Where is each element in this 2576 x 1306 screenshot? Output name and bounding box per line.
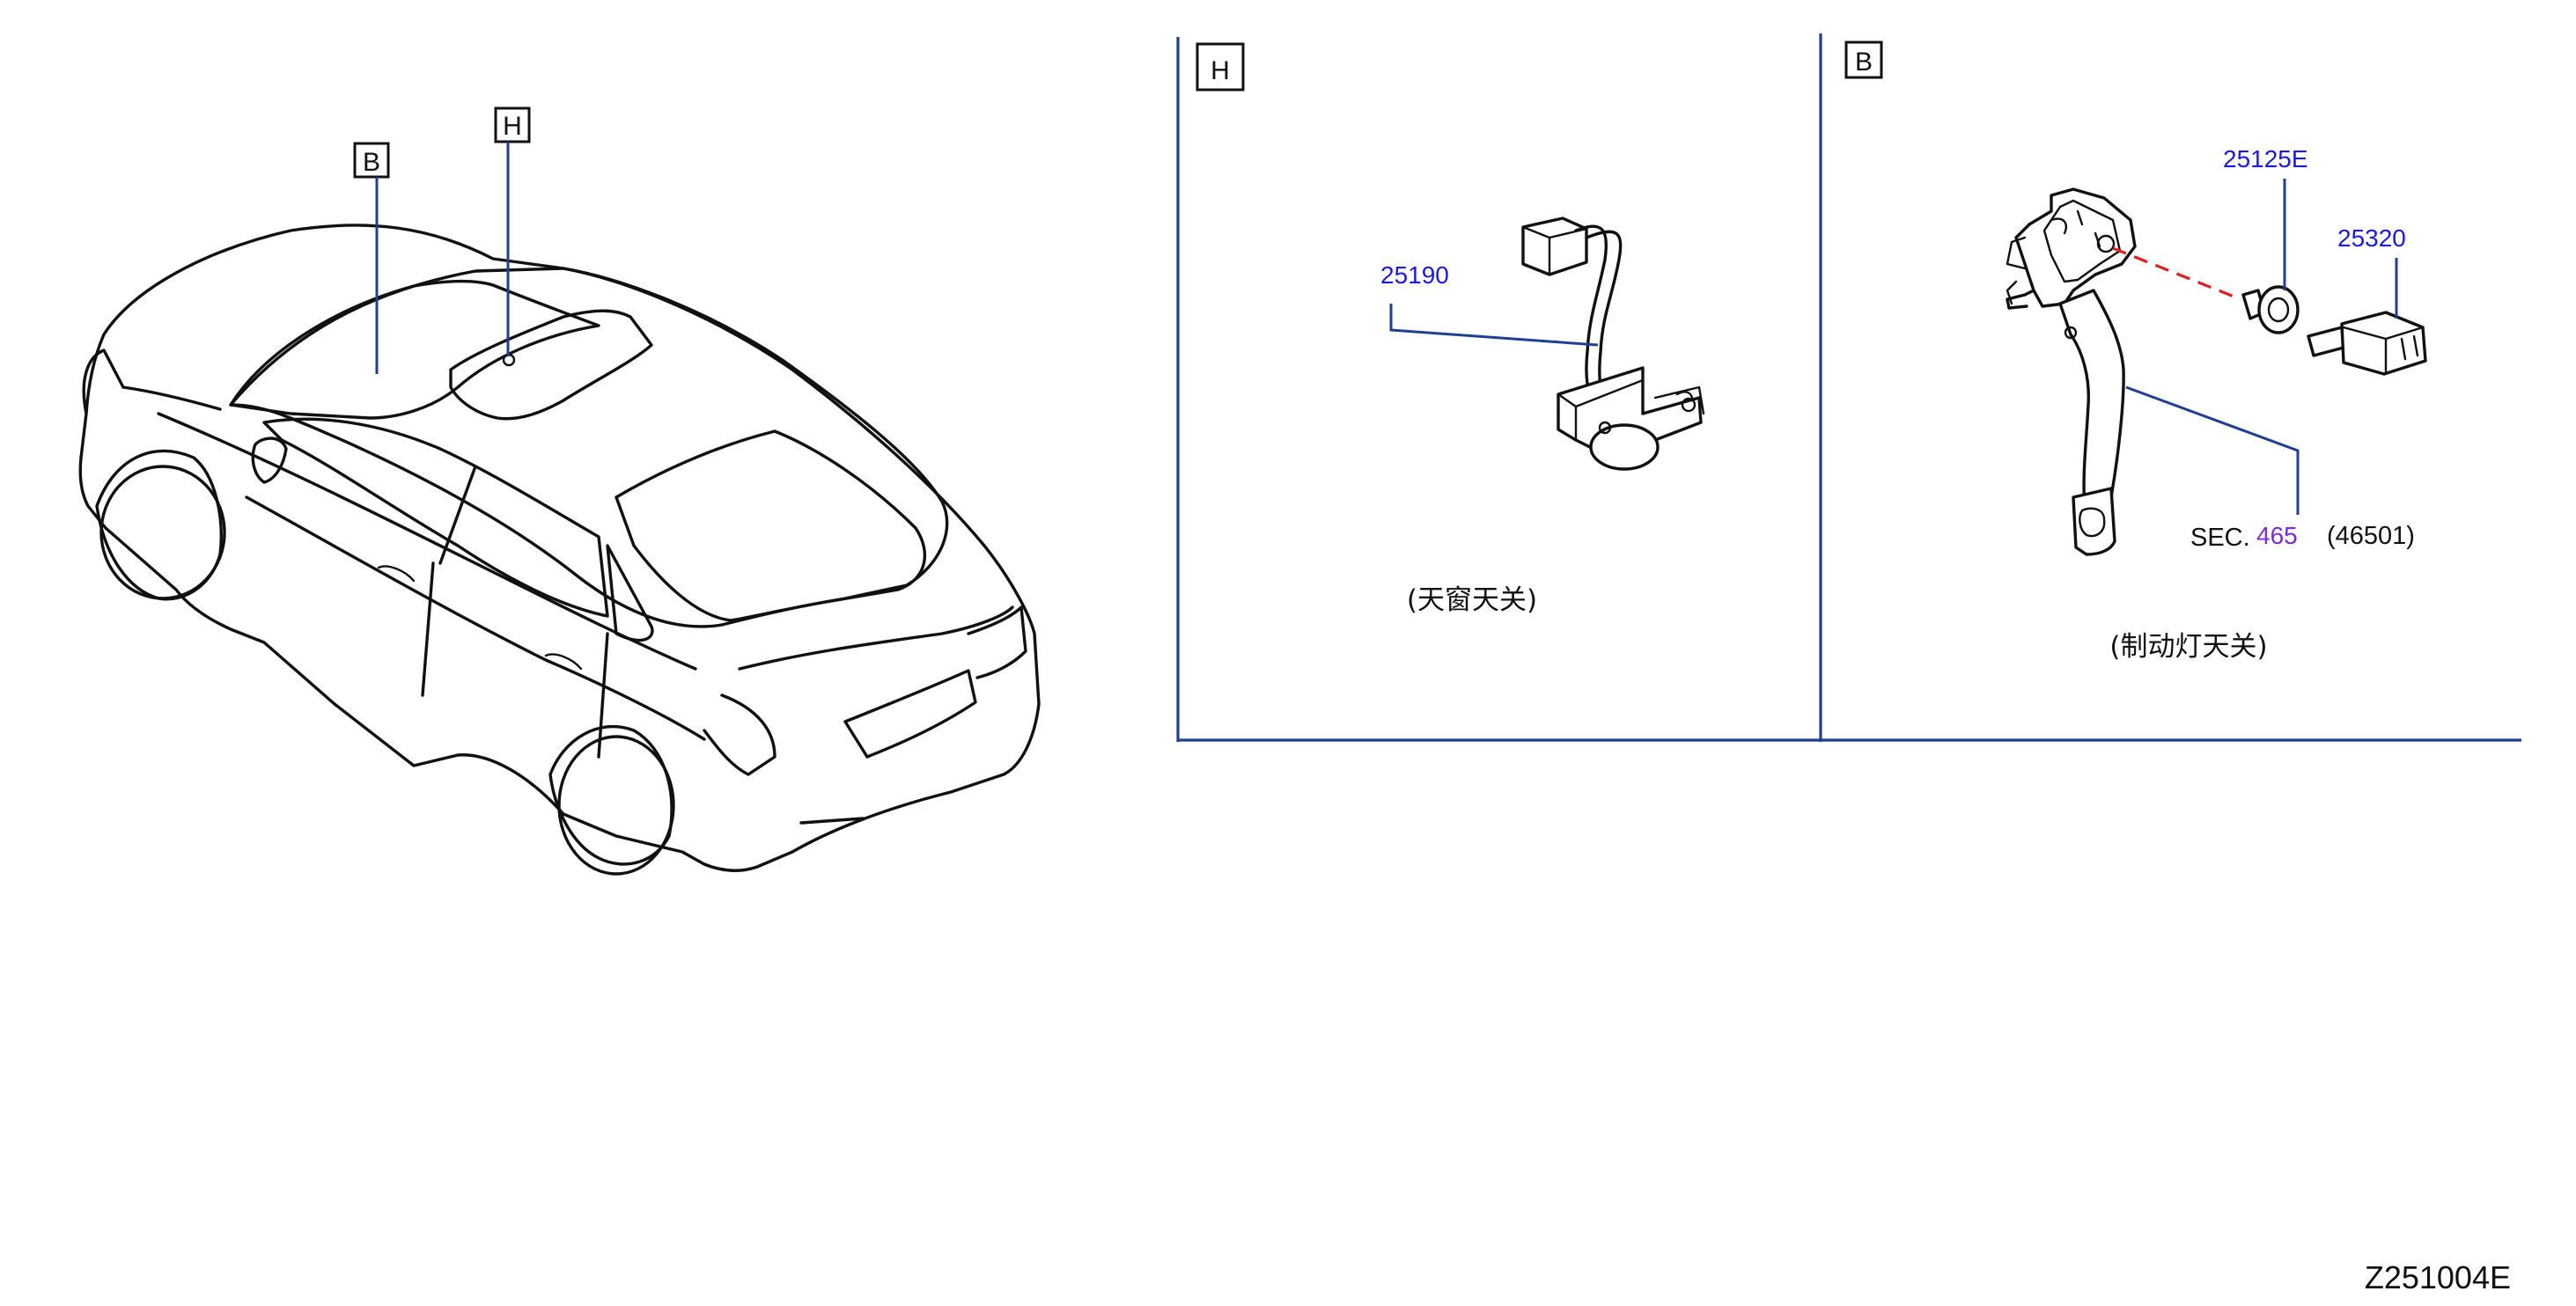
brake-pedal-pad [2072, 487, 2116, 556]
panel-b-caption: (制动灯天关) [2109, 631, 2267, 663]
panel-b-box-label: B [1855, 48, 1873, 77]
pedal-stopper-part [2241, 285, 2300, 334]
overview-callout-h: H [494, 106, 531, 356]
part-number-25190: 25190 [1380, 261, 1449, 289]
panel-h-caption: (天窗天关) [1407, 584, 1537, 616]
section-prefix: SEC. [2190, 524, 2250, 552]
car-overview-illustration [78, 224, 1041, 876]
panel-b-stop-lamp-switch: B 25125E 25320 [1844, 40, 2427, 663]
mounting-dashed-link [2112, 246, 2241, 301]
overview-label-b: B [363, 148, 380, 177]
part-number-25320: 25320 [2337, 224, 2406, 252]
detail-frames [1176, 33, 2521, 742]
panel-h-sunroof-switch: H 25190 (天窗天关) [1196, 42, 1705, 616]
part-number-25125e: 25125E [2223, 145, 2308, 172]
stop-lamp-switch-part [2307, 311, 2427, 376]
section-number-465[interactable]: 465 [2256, 522, 2298, 549]
overview-label-h: H [503, 112, 522, 141]
diagram-reference-id: Z251004E [2365, 1259, 2511, 1295]
panel-h-box-label: H [1211, 56, 1230, 85]
brake-pedal-bracket [2014, 187, 2137, 308]
overview-callout-b: B [353, 142, 390, 374]
brake-pedal-arm [2058, 289, 2125, 508]
section-subref: (46501) [2327, 522, 2415, 550]
sunroof-switch-connector [1521, 216, 1588, 276]
